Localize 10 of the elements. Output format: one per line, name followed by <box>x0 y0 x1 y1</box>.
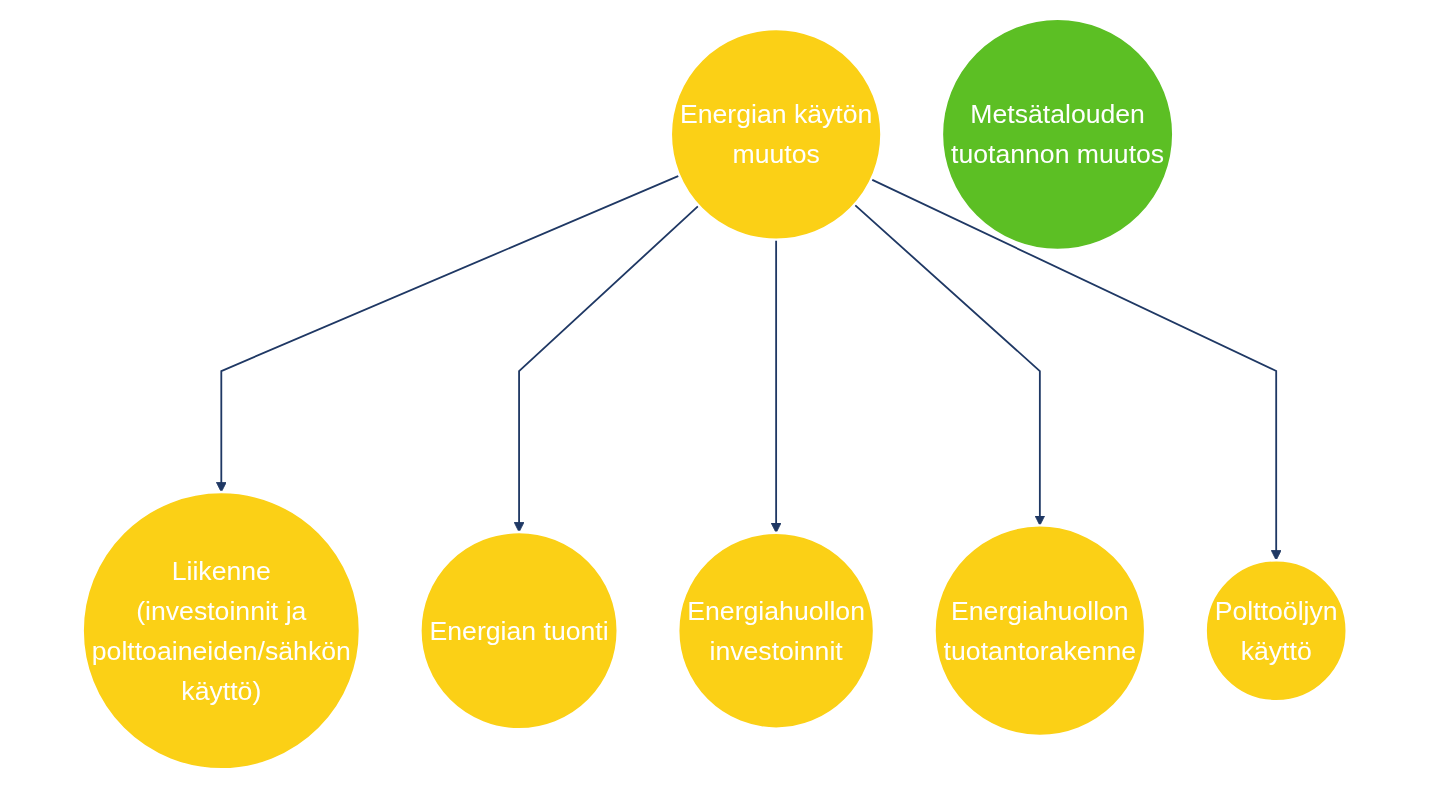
node-circle: Polttoöljyn käyttö <box>1204 558 1349 703</box>
node-circle: Energian käytön muutos <box>669 27 883 241</box>
node-circle: Metsätalouden tuotannon muutos <box>941 17 1175 252</box>
arrow <box>870 178 1282 561</box>
node-circle: Energian tuonti <box>419 530 620 731</box>
node-circle: Energiahuollon investoinnit <box>677 531 876 730</box>
arrow <box>514 204 700 533</box>
arrow <box>853 203 1046 526</box>
node-circle: Energiahuollon tuotantorakenne <box>933 524 1147 738</box>
node-circle: Liikenne (investoinnit ja polttoaineiden/sähkön käyttö) <box>81 490 362 771</box>
